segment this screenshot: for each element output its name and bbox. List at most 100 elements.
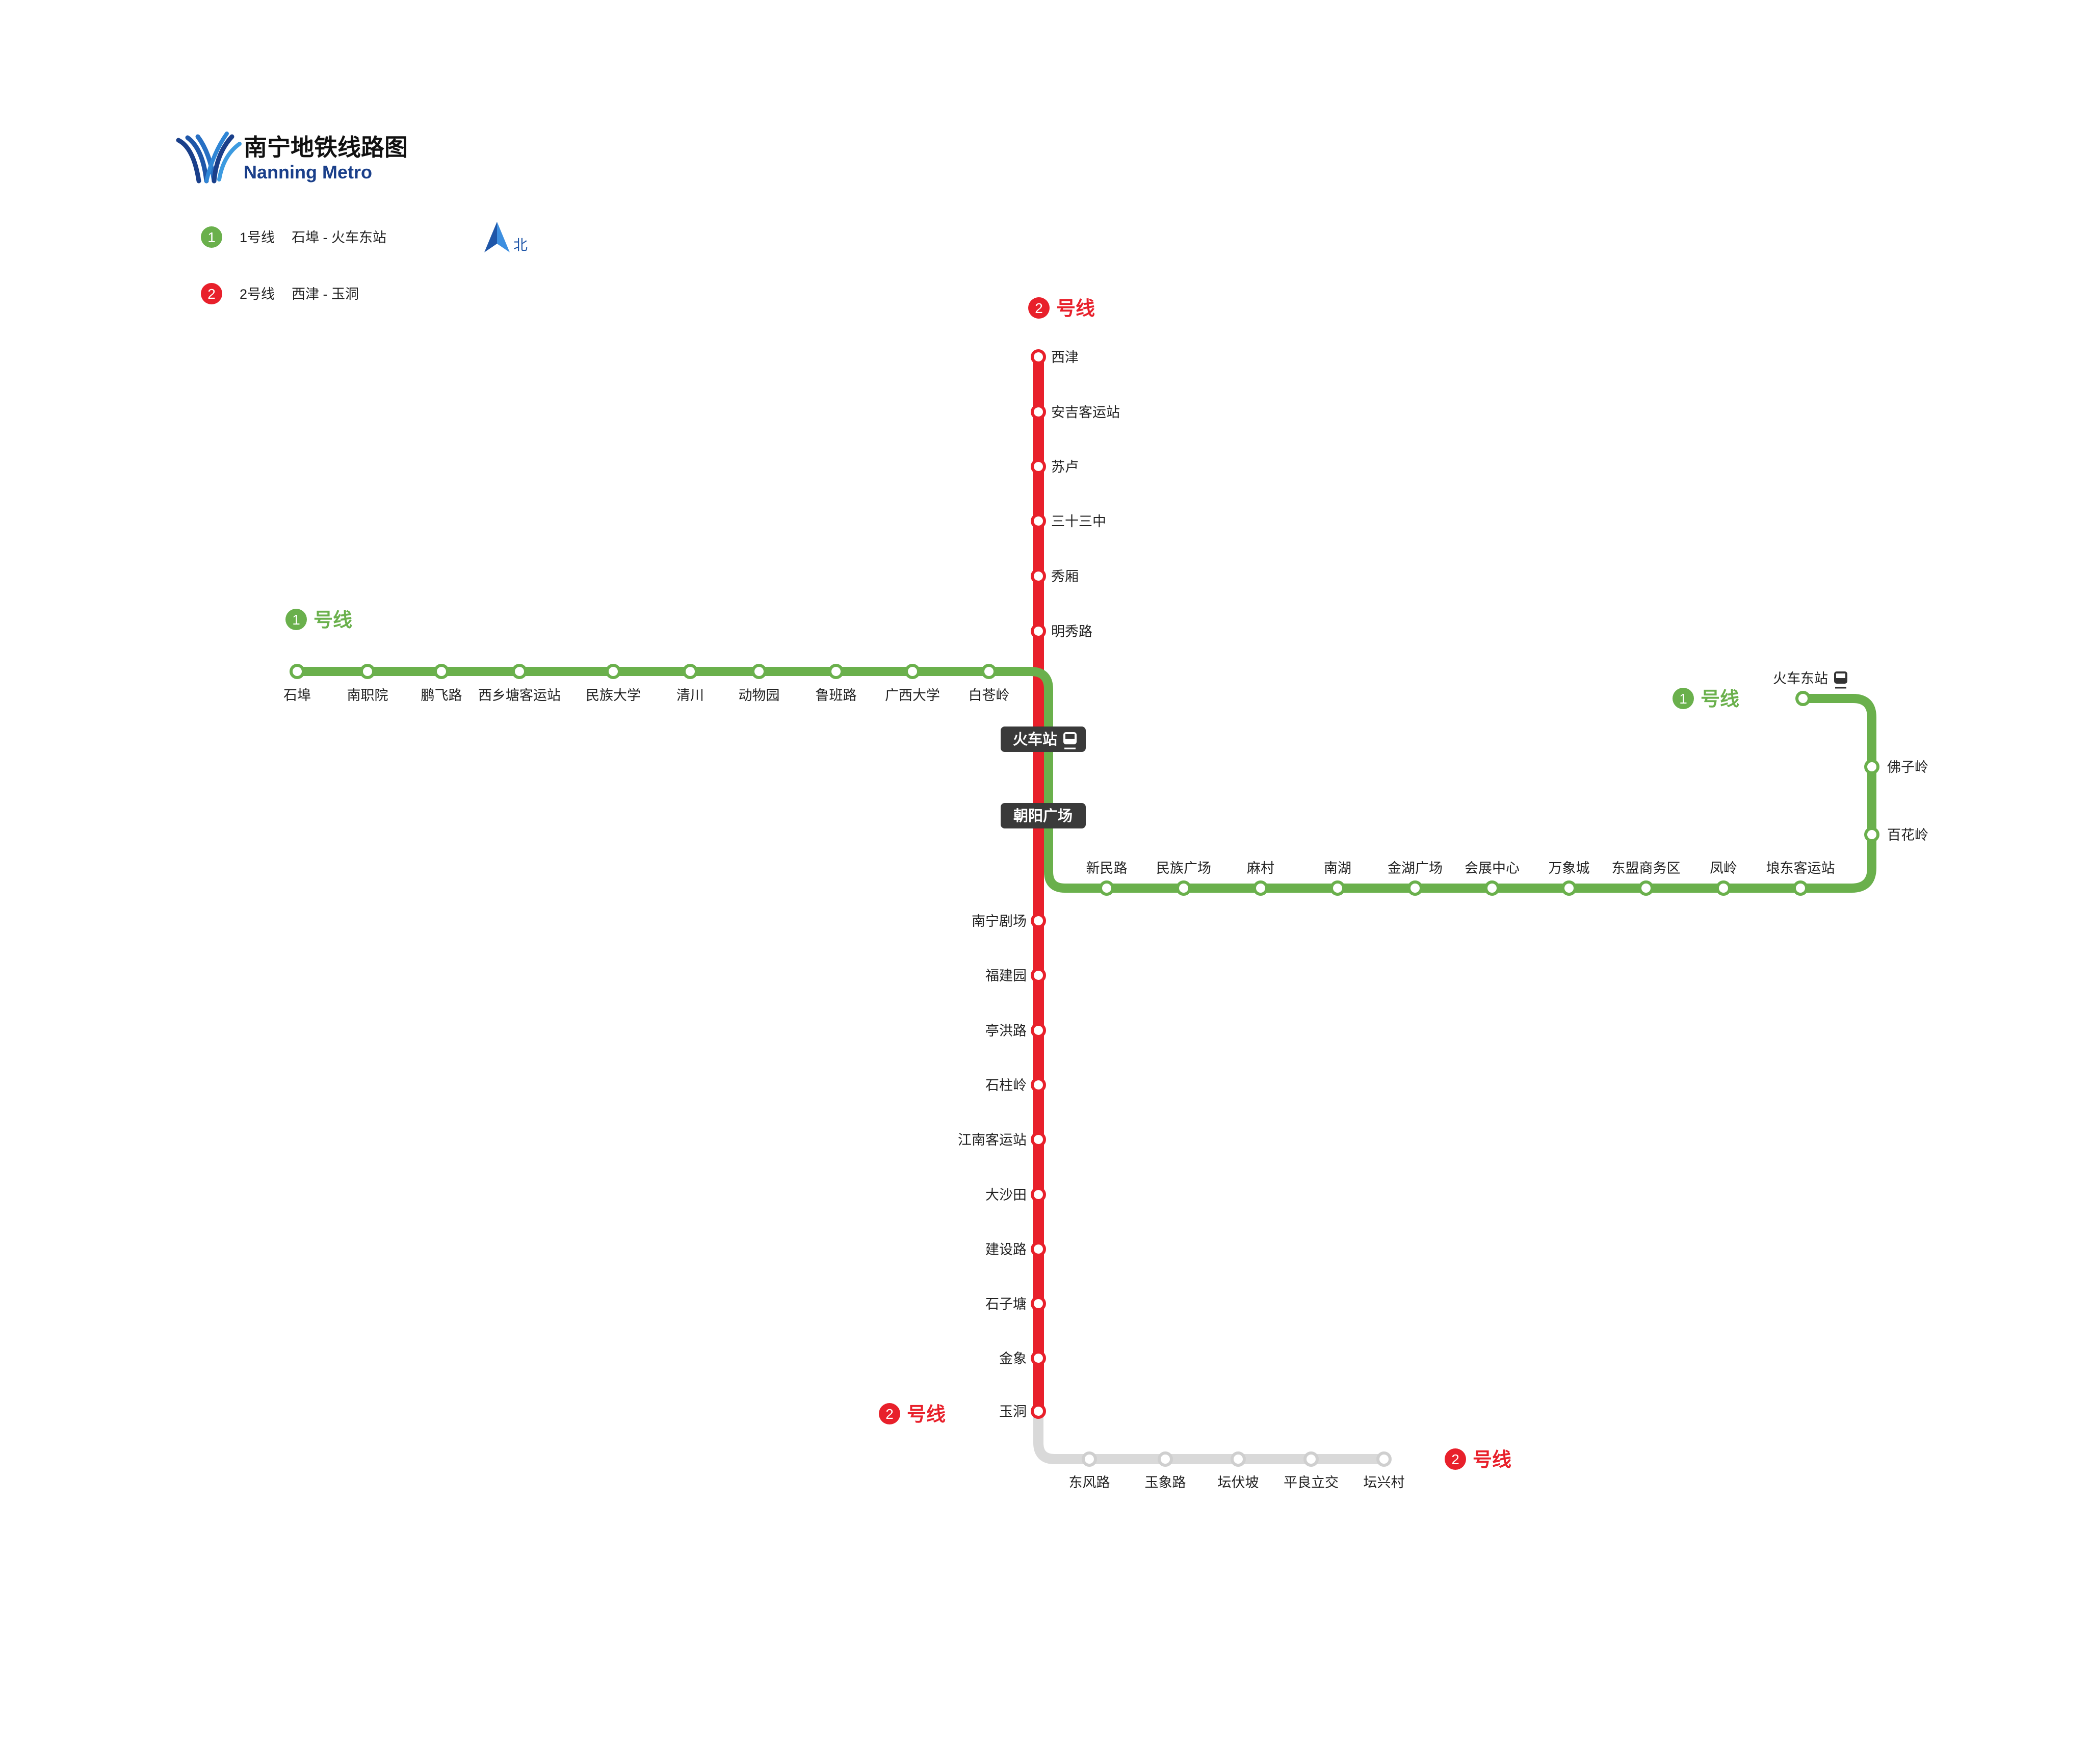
station[interactable]: 东盟商务区 bbox=[1612, 861, 1681, 896]
station-marker[interactable] bbox=[1031, 568, 1046, 584]
station-marker[interactable] bbox=[1031, 1077, 1046, 1093]
station[interactable]: 苏卢 bbox=[1031, 459, 1079, 475]
station-marker[interactable] bbox=[1031, 913, 1046, 928]
station-marker[interactable] bbox=[1158, 1451, 1173, 1467]
station[interactable]: 动物园 bbox=[739, 664, 780, 703]
station-label: 埌东客运站 bbox=[1766, 861, 1835, 876]
station-marker[interactable] bbox=[1176, 880, 1191, 896]
station-marker[interactable] bbox=[290, 664, 305, 679]
station[interactable]: 百花岭 bbox=[1864, 827, 1928, 843]
station[interactable]: 建设路 bbox=[985, 1241, 1046, 1257]
station-marker[interactable] bbox=[1561, 880, 1577, 896]
station-marker[interactable] bbox=[1031, 1296, 1046, 1311]
station[interactable]: 安吉客运站 bbox=[1031, 404, 1120, 420]
legend-item-line2[interactable]: 2 2号线 西津 - 玉洞 bbox=[201, 283, 359, 304]
station[interactable]: 秀厢 bbox=[1031, 568, 1079, 584]
station[interactable]: 玉象路 bbox=[1145, 1451, 1186, 1490]
station-label: 石子塘 bbox=[985, 1296, 1027, 1312]
station-label: 玉象路 bbox=[1145, 1475, 1186, 1490]
station-marker[interactable] bbox=[1231, 1451, 1246, 1467]
station[interactable]: 石柱岭 bbox=[985, 1077, 1046, 1093]
station[interactable]: 南职院 bbox=[347, 664, 388, 703]
station-marker[interactable] bbox=[905, 664, 920, 679]
station-marker[interactable] bbox=[1031, 1187, 1046, 1202]
station[interactable]: 佛子岭 bbox=[1864, 759, 1928, 775]
interchange-huochezhan[interactable]: 火车站 bbox=[1001, 727, 1086, 752]
station-marker[interactable] bbox=[1031, 459, 1046, 474]
station-marker[interactable] bbox=[751, 664, 767, 679]
station[interactable]: 火车东站 bbox=[1773, 671, 1828, 706]
station-marker[interactable] bbox=[1376, 1451, 1392, 1467]
station[interactable]: 民族大学 bbox=[586, 664, 641, 703]
station[interactable]: 东风路 bbox=[1069, 1451, 1110, 1490]
station-label: 民族大学 bbox=[586, 688, 641, 703]
station[interactable]: 平良立交 bbox=[1284, 1451, 1339, 1490]
station[interactable]: 石子塘 bbox=[985, 1296, 1046, 1312]
station[interactable]: 玉洞 bbox=[999, 1404, 1046, 1419]
station[interactable]: 坛伏坡 bbox=[1218, 1451, 1259, 1490]
station-marker[interactable] bbox=[1031, 968, 1046, 983]
station[interactable]: 三十三中 bbox=[1031, 513, 1106, 529]
station[interactable]: 白苍岭 bbox=[969, 664, 1010, 703]
station[interactable]: 新民路 bbox=[1086, 861, 1128, 896]
station[interactable]: 麻村 bbox=[1247, 861, 1274, 896]
station-marker[interactable] bbox=[828, 664, 844, 679]
station-marker[interactable] bbox=[1864, 759, 1879, 774]
station-marker[interactable] bbox=[606, 664, 621, 679]
station[interactable]: 坛兴村 bbox=[1364, 1451, 1405, 1490]
station-marker[interactable] bbox=[1099, 880, 1114, 896]
line2-tag-bottom: 2 号线 bbox=[879, 1403, 946, 1425]
station-marker[interactable] bbox=[1031, 404, 1046, 420]
station-marker[interactable] bbox=[1795, 691, 1811, 706]
station[interactable]: 江南客运站 bbox=[958, 1132, 1046, 1148]
station-marker[interactable] bbox=[1407, 880, 1423, 896]
station-marker[interactable] bbox=[1031, 624, 1046, 639]
interchange-chaoyangguangchang[interactable]: 朝阳广场 bbox=[1001, 803, 1086, 828]
station[interactable]: 南宁剧场 bbox=[972, 913, 1046, 929]
station-marker[interactable] bbox=[981, 664, 997, 679]
station[interactable]: 南湖 bbox=[1324, 861, 1351, 896]
station-label: 平良立交 bbox=[1284, 1475, 1339, 1490]
station-marker[interactable] bbox=[1864, 827, 1879, 842]
station-marker[interactable] bbox=[1303, 1451, 1319, 1467]
station[interactable]: 会展中心 bbox=[1465, 861, 1520, 896]
station-marker[interactable] bbox=[1031, 1023, 1046, 1038]
station[interactable]: 金湖广场 bbox=[1388, 861, 1443, 896]
station[interactable]: 福建园 bbox=[985, 968, 1046, 983]
station[interactable]: 鲁班路 bbox=[816, 664, 857, 703]
station-marker[interactable] bbox=[1716, 880, 1731, 896]
station-marker[interactable] bbox=[1253, 880, 1268, 896]
station[interactable]: 广西大学 bbox=[885, 664, 940, 703]
station-marker[interactable] bbox=[1484, 880, 1500, 896]
station-marker[interactable] bbox=[512, 664, 527, 679]
station-marker[interactable] bbox=[1031, 1351, 1046, 1366]
legend-line1-name: 1号线 bbox=[240, 230, 275, 245]
station[interactable]: 埌东客运站 bbox=[1766, 861, 1835, 896]
station[interactable]: 明秀路 bbox=[1031, 624, 1092, 639]
station[interactable]: 金象 bbox=[999, 1351, 1046, 1366]
station-label: 石柱岭 bbox=[985, 1078, 1027, 1093]
station-marker[interactable] bbox=[1031, 349, 1046, 365]
station[interactable]: 石埠 bbox=[283, 664, 311, 703]
station-marker[interactable] bbox=[683, 664, 698, 679]
station-marker[interactable] bbox=[1031, 1241, 1046, 1257]
station[interactable]: 鹏飞路 bbox=[421, 664, 462, 703]
station[interactable]: 凤岭 bbox=[1710, 861, 1737, 896]
station-marker[interactable] bbox=[1082, 1451, 1097, 1467]
station[interactable]: 大沙田 bbox=[985, 1187, 1046, 1203]
legend-item-line1[interactable]: 1 1号线 石埠 - 火车东站 bbox=[201, 226, 386, 248]
station-marker[interactable] bbox=[1330, 880, 1345, 896]
station[interactable]: 民族广场 bbox=[1156, 861, 1211, 896]
station-marker[interactable] bbox=[1638, 880, 1654, 896]
station-marker[interactable] bbox=[1031, 1132, 1046, 1147]
station[interactable]: 清川 bbox=[676, 664, 704, 703]
station[interactable]: 亭洪路 bbox=[985, 1023, 1046, 1039]
station[interactable]: 西津 bbox=[1031, 349, 1079, 365]
station-marker[interactable] bbox=[1793, 880, 1808, 896]
station-marker[interactable] bbox=[1031, 513, 1046, 529]
station[interactable]: 西乡塘客运站 bbox=[478, 664, 561, 703]
station-marker[interactable] bbox=[434, 664, 449, 679]
station-marker[interactable] bbox=[360, 664, 375, 679]
station[interactable]: 万象城 bbox=[1549, 861, 1590, 896]
station-marker[interactable] bbox=[1031, 1404, 1046, 1419]
